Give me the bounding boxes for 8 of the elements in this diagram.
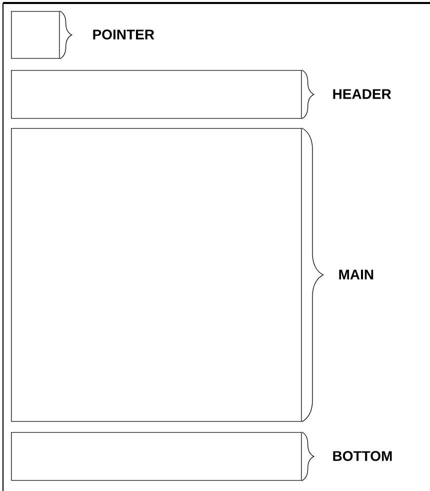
label-text: MAIN — [339, 270, 374, 280]
box — [11, 70, 302, 119]
label-text: BOTTOM — [333, 451, 392, 461]
box — [11, 128, 302, 422]
label-text: HEADER — [333, 89, 392, 99]
box — [11, 11, 60, 59]
box — [11, 432, 302, 481]
label-text: POINTER — [93, 30, 154, 40]
